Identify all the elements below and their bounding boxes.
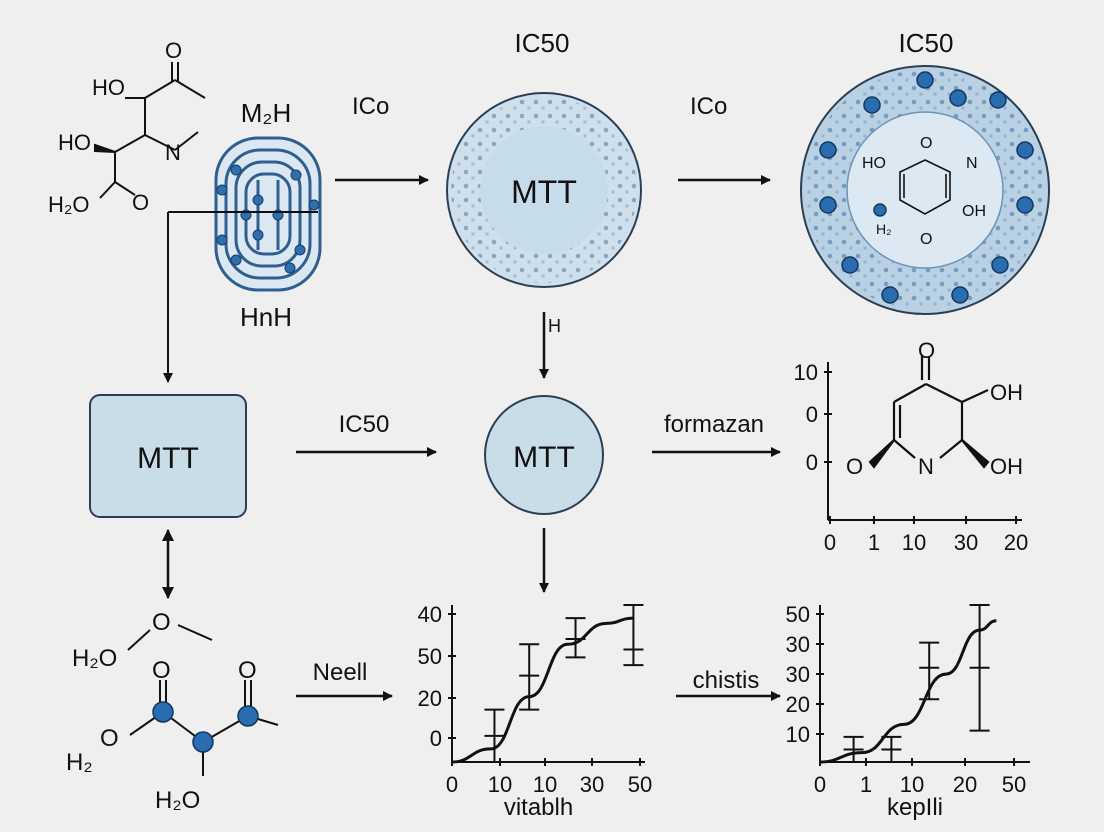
label-formazan: formazan [664,411,764,438]
x-tick-label: 10 [902,530,926,555]
connector-line [163,211,318,383]
x-tick-label: 10 [533,772,557,797]
y-tick-label: 50 [786,602,810,627]
atom-label: O [920,135,932,152]
series-line [819,619,997,764]
atom-label: OH [990,380,1023,405]
x-tick-label: 1 [860,772,872,797]
atom-label: HO [58,130,91,155]
title-right-ic50: IC50 [899,28,954,58]
y-tick-label: 50 [418,644,442,669]
x-tick-label: 0 [814,772,826,797]
atom-label: OH [990,454,1023,479]
formazan-ring [868,356,990,469]
x-tick-label: 50 [1002,772,1026,797]
molecule-top-left [94,62,206,199]
series-line [451,616,634,764]
x-tick-label: 50 [628,772,652,797]
atom-label: N [966,155,978,172]
label-ic50-mid: IC50 [339,411,390,438]
molecule-bottom-atoms [152,701,259,753]
x-tick-label: 10 [900,772,924,797]
atom-label: N [165,140,181,165]
y-tick-label: 10 [794,360,818,385]
enzyme-structure [214,136,322,292]
atom-label: H₂O [155,787,200,814]
x-tick-label: 30 [580,772,604,797]
chart-viability: 0 10 10 30 50 40 50 20 0 vitablh [418,602,653,821]
y-tick-label: 30 [786,662,810,687]
x-tick-label: 30 [954,530,978,555]
atom-label: O [152,657,171,684]
enzyme-top-label: M₂H [241,98,292,128]
atom-label: H₂ [876,221,892,237]
atom-label: HO [862,155,886,172]
label-ico-left: ICo [352,93,389,120]
label-h-down: H [548,316,561,336]
atom-label: H₂O [48,192,90,217]
x-tick-label: 0 [824,530,836,555]
x-tick-label: 0 [446,772,458,797]
atom-label: HO [92,75,125,100]
cell-top [446,92,642,288]
x-tick-label: 20 [1004,530,1028,555]
atom-label: H₂O [72,645,117,672]
enzyme-bottom-label: HnH [240,302,292,332]
label-chistis: chistis [693,667,760,694]
x-tick-label: 10 [488,772,512,797]
y-tick-label: 10 [786,722,810,747]
mtt-box-label: MTT [137,442,199,475]
atom-label: O [165,38,182,63]
title-center-ic50: IC50 [515,28,570,58]
x-tick-label: 1 [868,530,880,555]
atom-label: O [132,190,149,215]
mtt-circle-label: MTT [513,441,575,474]
y-tick-label: 0 [806,450,818,475]
y-tick-label: 0 [430,726,442,751]
label-neell: Neell [313,659,368,686]
cell-top-label: MTT [511,174,577,210]
y-tick-label: 20 [786,692,810,717]
atom-label: O [238,657,257,684]
ring-cell [800,65,1050,315]
ring-molecule [899,159,951,215]
mtt-circle [484,395,604,515]
y-tick-label: 40 [418,602,442,627]
mtt-box [89,394,247,518]
y-tick-label: 30 [786,632,810,657]
y-tick-label: 20 [418,686,442,711]
atom-label: O [100,725,119,752]
atom-label: O [918,338,935,363]
atom-label: O [846,454,863,479]
y-tick-label: 0 [806,402,818,427]
atom-label: O [152,609,171,636]
atom-label: O [920,231,932,248]
x-axis-label: vitablh [504,794,573,821]
label-ico-right: ICo [690,93,727,120]
atom-label: OH [962,203,986,220]
x-tick-label: 20 [953,772,977,797]
atom-label: H₂ [66,749,93,776]
enzyme-nodes [216,164,320,274]
atom-label: N [918,454,934,479]
chart-formazan-axes: 0 1 10 30 20 10 0 0 [794,360,1029,555]
x-axis-label: kepIli [887,794,943,821]
molecule-bottom-left [127,624,279,776]
